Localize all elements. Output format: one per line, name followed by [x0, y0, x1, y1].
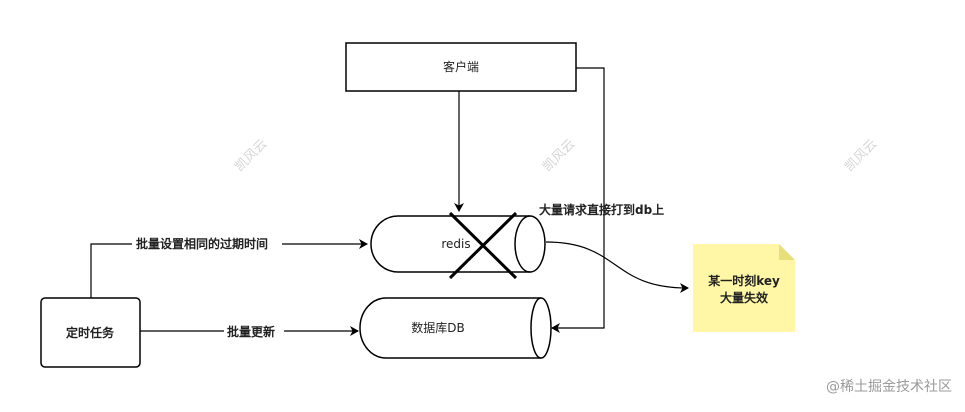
redis-node[interactable]: redis [370, 215, 546, 273]
client-label: 客户端 [443, 59, 479, 74]
failure-cross-icon [448, 211, 518, 280]
database-node[interactable]: 数据库DB [359, 297, 552, 359]
batch-set-expire-label: 批量设置相同的过期时间 [136, 236, 268, 251]
scheduler-node[interactable]: 定时任务 [40, 297, 141, 368]
mass-request-label: 大量请求直接打到db上 [539, 202, 664, 217]
note-line-1: 某一时刻key [708, 273, 780, 288]
site-signature: @稀土掘金技术社区 [826, 379, 952, 395]
edge-scheduler-to-redis [90, 239, 368, 298]
edge-client-to-db [551, 67, 605, 333]
client-node[interactable]: 客户端 [345, 42, 577, 92]
database-label: 数据库DB [411, 320, 464, 335]
watermark: 凯风云 [842, 137, 880, 175]
edge-redis-to-note [545, 241, 689, 293]
watermark: 凯风云 [232, 137, 270, 175]
scheduler-label: 定时任务 [66, 325, 115, 340]
edge-label-bg [132, 235, 282, 251]
batch-update-label: 批量更新 [227, 324, 275, 339]
sticky-note: 某一时刻key 大量失效 [693, 244, 795, 332]
note-line-2: 大量失效 [720, 290, 769, 305]
redis-label: redis [441, 237, 470, 251]
edge-label-bg [224, 323, 284, 339]
watermark: 凯风云 [540, 137, 578, 175]
